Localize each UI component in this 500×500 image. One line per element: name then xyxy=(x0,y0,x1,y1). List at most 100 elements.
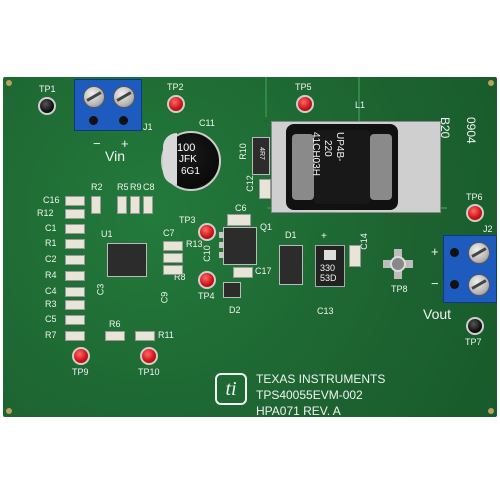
resistor-r13 xyxy=(163,253,183,263)
c11-marking-3: 6G1 xyxy=(181,166,200,177)
board-code-2: 0904 xyxy=(464,117,478,144)
ti-logo: ti xyxy=(215,373,247,405)
label-r8: R8 xyxy=(174,272,186,282)
c13-marking-1: 330 xyxy=(320,263,336,273)
label-c2: C2 xyxy=(45,254,57,264)
screw-icon xyxy=(113,86,135,108)
c13-marking-2: 53D xyxy=(320,273,337,283)
label-u1: U1 xyxy=(101,229,113,239)
label-c13-plus: + xyxy=(321,231,327,242)
label-q1: Q1 xyxy=(260,222,273,232)
inductor-l1: UP4B- 220 41CH03H xyxy=(286,124,398,210)
c11-marking-1: 100 xyxy=(177,142,196,154)
label-c4: C4 xyxy=(45,286,57,296)
l1-marking-3: 41CH03H xyxy=(310,132,321,176)
resistor-r5 xyxy=(117,196,127,214)
c11-marking-2: JFK xyxy=(179,154,197,165)
corner-pad xyxy=(488,408,494,414)
testpoint-tp3[interactable] xyxy=(198,223,216,241)
screw-icon xyxy=(83,86,105,108)
l1-marking-1: UP4B- xyxy=(334,132,345,162)
label-r6: R6 xyxy=(109,319,121,329)
mosfet-q1 xyxy=(219,227,257,265)
resistor-r8 xyxy=(163,265,183,275)
testpoint-tp6[interactable] xyxy=(466,204,484,222)
resistor-r7 xyxy=(65,331,85,341)
label-tp9: TP9 xyxy=(72,367,89,377)
resistor-r10: 4R7 xyxy=(252,137,270,175)
label-vin-plus: + xyxy=(121,136,129,151)
label-tp8: TP8 xyxy=(391,284,408,294)
testpoint-tp9[interactable] xyxy=(72,347,90,365)
label-c5: C5 xyxy=(45,314,57,324)
corner-pad xyxy=(6,408,12,414)
testpoint-tp1[interactable] xyxy=(38,97,56,115)
label-l1: L1 xyxy=(355,100,366,110)
model-name: TPS40055EVM-002 xyxy=(256,388,363,402)
revision: HPA071 REV. A xyxy=(256,404,341,418)
label-c14: C14 xyxy=(358,233,369,250)
wire-hole xyxy=(450,280,459,289)
label-tp10: TP10 xyxy=(138,367,160,377)
label-vout: Vout xyxy=(423,306,452,322)
testpoint-tp7[interactable] xyxy=(466,317,484,335)
label-c12: C12 xyxy=(244,175,255,192)
controller-ic-u1 xyxy=(107,243,147,277)
label-c3: C3 xyxy=(95,283,106,296)
label-c17: C17 xyxy=(255,266,272,276)
label-tp4: TP4 xyxy=(198,291,215,301)
label-c13: C13 xyxy=(317,306,334,316)
corner-pad xyxy=(6,80,12,86)
output-terminal-j2 xyxy=(443,235,497,303)
label-d2: D2 xyxy=(229,305,241,315)
board-code-1: B20 xyxy=(438,117,452,139)
trace xyxy=(358,77,360,137)
label-vout-plus: + xyxy=(431,244,439,259)
label-tp7: TP7 xyxy=(465,337,482,347)
capacitor-c6 xyxy=(227,214,251,226)
label-c10: C10 xyxy=(201,245,212,262)
label-r7: R7 xyxy=(45,330,57,340)
label-vin: Vin xyxy=(105,148,125,164)
label-c7: C7 xyxy=(163,228,175,238)
wire-hole xyxy=(89,116,98,125)
label-tp2: TP2 xyxy=(167,82,184,92)
label-r11: R11 xyxy=(158,330,174,340)
resistor-r3 xyxy=(65,300,85,310)
capacitor-c11: 100 JFK 6G1 xyxy=(161,131,221,191)
label-c6: C6 xyxy=(235,203,247,213)
testpoint-tp8[interactable] xyxy=(383,249,413,279)
label-r5: R5 xyxy=(117,182,129,192)
resistor-r11 xyxy=(135,331,155,341)
label-r2: R2 xyxy=(91,182,103,192)
label-r9: R9 xyxy=(130,182,142,192)
label-r1: R1 xyxy=(45,238,57,248)
testpoint-tp4[interactable] xyxy=(198,271,216,289)
label-c9: C9 xyxy=(159,291,170,304)
resistor-r6 xyxy=(105,331,125,341)
wire-hole xyxy=(450,248,459,257)
screw-icon xyxy=(468,242,490,264)
label-c16: C16 xyxy=(43,195,60,205)
label-r3: R3 xyxy=(45,299,57,309)
testpoint-tp10[interactable] xyxy=(140,347,158,365)
diode-d1 xyxy=(279,245,303,285)
resistor-r2 xyxy=(91,196,101,214)
testpoint-tp5[interactable] xyxy=(296,95,314,113)
r10-value: 4R7 xyxy=(257,147,265,160)
testpoint-tp2[interactable] xyxy=(167,95,185,113)
label-c8: C8 xyxy=(143,182,155,192)
label-r4: R4 xyxy=(45,270,57,280)
label-tp1: TP1 xyxy=(39,84,56,94)
label-r13: R13 xyxy=(186,239,203,249)
capacitor-c17 xyxy=(233,267,253,278)
label-tp3: TP3 xyxy=(179,215,196,225)
capacitor-c8 xyxy=(143,196,153,214)
pcb-board: J1 − + Vin TP1 TP2 TP5 TP3 TP4 TP6 TP7 T… xyxy=(3,77,497,417)
label-r10: R10 xyxy=(237,143,248,160)
capacitor-c16 xyxy=(65,196,85,206)
capacitor-c13: 330 53D xyxy=(315,245,345,287)
capacitor-c5 xyxy=(65,315,85,325)
resistor-r1 xyxy=(65,239,85,249)
resistor-r9 xyxy=(130,196,140,214)
